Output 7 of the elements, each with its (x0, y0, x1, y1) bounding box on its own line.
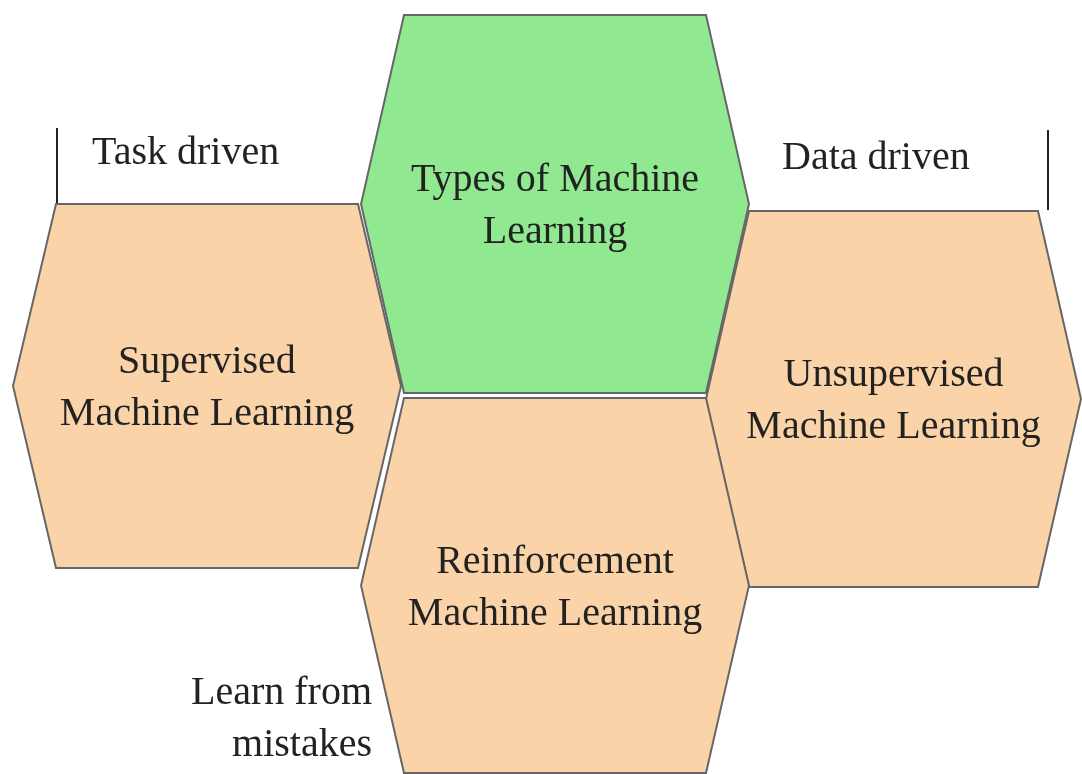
side-note: Learn from mistakes (190, 667, 372, 767)
side-note: Task driven (92, 127, 281, 175)
hexagon-title: Supervised Machine Learning (58, 336, 356, 436)
side-note: Data driven (782, 132, 971, 180)
hexagon-title: Unsupervised Machine Learning (745, 349, 1042, 449)
hexagon-title: Reinforcement Machine Learning (406, 535, 704, 636)
hexagon-title: Types of Machine Learning (409, 154, 701, 254)
